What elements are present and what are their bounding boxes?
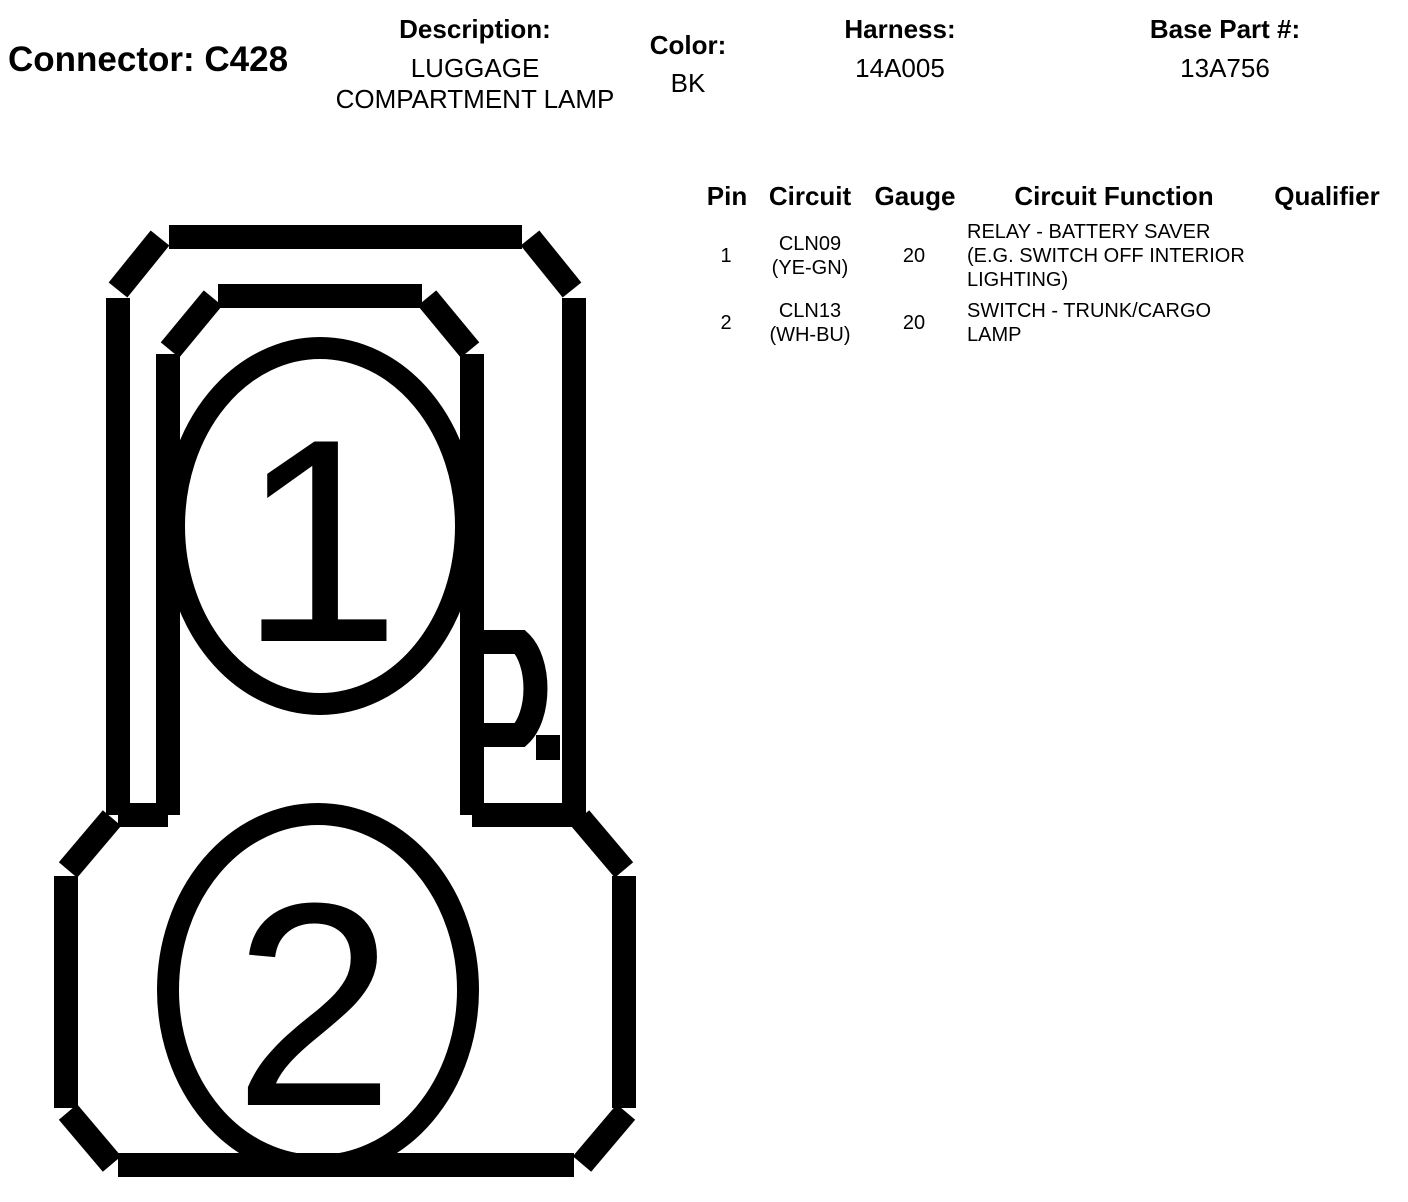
lower-bottom-right-chamfer [572, 1104, 636, 1172]
harness-block: Harness: 14A005 [790, 14, 1010, 84]
row-2-function-line-2: LAMP [967, 324, 1022, 346]
connector-title: Connector: C428 [8, 40, 289, 79]
row-1-function-line-1: RELAY - BATTERY SAVER [967, 221, 1211, 243]
pin-terminals [157, 337, 479, 1177]
harness-value: 14A005 [855, 53, 945, 83]
base-part-label: Base Part #: [1149, 14, 1301, 44]
row-2-circuit-color: (WH-BU) [769, 324, 851, 346]
row-2-function-line-1: SWITCH - TRUNK/CARGO [967, 300, 1212, 322]
description-line-1: LUGGAGE [410, 53, 540, 83]
row-1-pin: 1 [720, 245, 732, 267]
cavity-top-right-chamfer [417, 290, 480, 358]
column-header-circuit-function: Circuit Function [1014, 181, 1214, 211]
row-1-function: RELAY - BATTERY SAVER (E.G. SWITCH OFF I… [967, 220, 1245, 292]
row-1-circuit: CLN09 (YE-GN) [750, 232, 870, 280]
pin-2-terminal [157, 803, 479, 1177]
pin-1-label: 1 [239, 379, 400, 703]
column-header-circuit: Circuit [768, 181, 852, 211]
row-2-circuit-id: CLN13 [778, 300, 842, 322]
housing-top-left-chamfer [108, 230, 170, 298]
connector-housing-outline [54, 225, 636, 1177]
color-block: Color: BK [630, 30, 746, 99]
row-1-function-line-2: (E.G. SWITCH OFF INTERIOR [967, 245, 1245, 267]
pin-2-label: 2 [233, 843, 394, 1167]
description-line-2: COMPARTMENT LAMP [335, 84, 615, 114]
column-header-pin: Pin [706, 181, 748, 211]
row-1-function-line-3: LIGHTING) [967, 269, 1069, 291]
lower-top-right-chamfer [570, 810, 634, 878]
column-header-qualifier: Qualifier [1274, 181, 1380, 211]
row-2-circuit: CLN13 (WH-BU) [750, 299, 870, 347]
description-block: Description: LUGGAGE COMPARTMENT LAMP [300, 14, 650, 115]
lower-bottom-left-chamfer [58, 1104, 122, 1172]
base-part-value: 13A756 [1180, 53, 1270, 83]
lower-top-left-chamfer [58, 810, 122, 878]
harness-label: Harness: [844, 14, 956, 44]
cavity-top-left-chamfer [160, 290, 223, 358]
base-part-block: Base Part #: 13A756 [1110, 14, 1340, 84]
locking-latch [478, 630, 548, 747]
color-value: BK [670, 68, 706, 98]
row-2-function: SWITCH - TRUNK/CARGO LAMP [967, 299, 1211, 347]
row-1-circuit-color: (YE-GN) [771, 257, 849, 279]
row-1-gauge: 20 [902, 245, 926, 267]
pin-1-terminal [163, 337, 477, 715]
row-1-circuit-id: CLN09 [778, 233, 842, 255]
description-label: Description: [399, 14, 551, 44]
color-label: Color: [649, 30, 727, 60]
row-2-gauge: 20 [902, 312, 926, 334]
column-header-gauge: Gauge [874, 181, 956, 211]
row-2-pin: 2 [720, 312, 732, 334]
housing-top-right-chamfer [520, 230, 582, 298]
